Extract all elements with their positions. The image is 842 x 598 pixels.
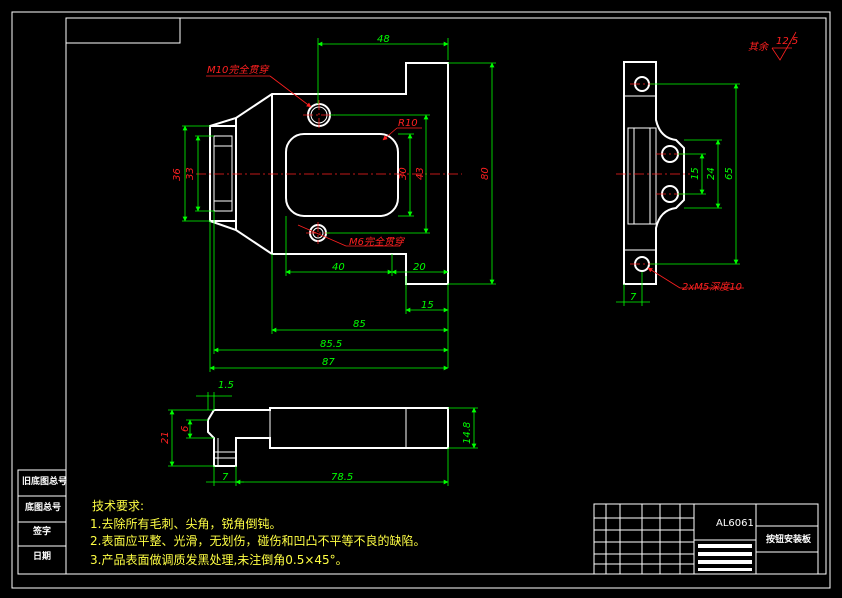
dim-15a: 15 (421, 300, 434, 311)
sheet-frame (11, 11, 831, 589)
dim-43: 43 (415, 167, 426, 180)
dim-85-5: 85.5 (320, 339, 342, 350)
stamp-row-3: 签字 (32, 525, 51, 537)
dim-14-8: 14.8 (462, 422, 473, 444)
dim-1-5: 1.5 (218, 380, 234, 391)
callout-m10: M10完全贯穿 (207, 64, 270, 76)
tech-note-1: 1.去除所有毛刺、尖角，锐角倒钝。 (90, 516, 281, 531)
dim-15b: 15 (690, 167, 701, 180)
dim-78-5: 78.5 (331, 472, 353, 483)
side-outline (623, 61, 685, 285)
bottom-outline (207, 407, 449, 467)
pocket (285, 133, 399, 217)
callout-r10: R10 (398, 118, 418, 129)
dim-30: 30 (398, 167, 409, 180)
bottom-view (207, 407, 449, 467)
callout-m5: 2xM5深度10 (682, 281, 742, 293)
dim-24: 24 (706, 167, 717, 180)
dim-21: 21 (160, 431, 171, 444)
front-outline (209, 62, 449, 285)
dim-80: 80 (480, 167, 491, 180)
roughness-label: 其余 (748, 41, 770, 53)
callout-m6: M6完全贯穿 (349, 236, 406, 248)
front-callouts: M10完全贯穿 R10 M6完全贯穿 (206, 64, 422, 248)
dim-40: 40 (332, 262, 345, 273)
dim-36: 36 (172, 168, 183, 181)
dim-33: 33 (185, 167, 196, 180)
title-block-material: AL6061 (716, 518, 754, 529)
side-slot (627, 127, 657, 225)
top-left-box (65, 17, 181, 44)
dim-7a: 7 (630, 292, 637, 303)
tech-notes-title: 技术要求: (92, 499, 144, 513)
stamp-row-1: 旧底图总号 (22, 475, 67, 487)
dim-48: 48 (377, 34, 390, 45)
bottom-dimensions: 1.5 21 6 14.8 7 78.5 (160, 380, 478, 486)
roughness-value: 12.5 (776, 36, 798, 47)
dim-6: 6 (180, 426, 191, 432)
dim-7b: 7 (222, 472, 229, 483)
title-block: AL6061 按钮安装板 (593, 503, 819, 575)
left-stamp: 旧底图总号 底图总号 签字 日期 (17, 469, 67, 575)
dim-65: 65 (724, 167, 735, 180)
roughness-symbol: 其余 12.5 (748, 31, 798, 61)
technical-notes: 技术要求: 1.去除所有毛刺、尖角，锐角倒钝。 2.表面应平整、光滑，无划伤，碰… (90, 499, 425, 567)
tech-note-2: 2.表面应平整、光滑，无划伤，碰伤和凹凸不平等不良的缺陷。 (90, 533, 425, 548)
side-dimensions: 65 24 15 7 2xM5深度10 (616, 83, 744, 306)
title-block-part-name: 按钮安装板 (766, 533, 812, 545)
stamp-row-4: 日期 (33, 550, 51, 562)
dim-85: 85 (353, 319, 366, 330)
dim-87: 87 (322, 357, 335, 368)
front-dimensions: 48 36 33 30 43 80 40 20 (172, 34, 496, 372)
stamp-row-2: 底图总号 (25, 501, 61, 513)
tech-note-3: 3.产品表面做调质发黑处理,未注倒角0.5×45°。 (90, 552, 348, 567)
side-view (616, 61, 690, 285)
dim-20: 20 (413, 262, 426, 273)
